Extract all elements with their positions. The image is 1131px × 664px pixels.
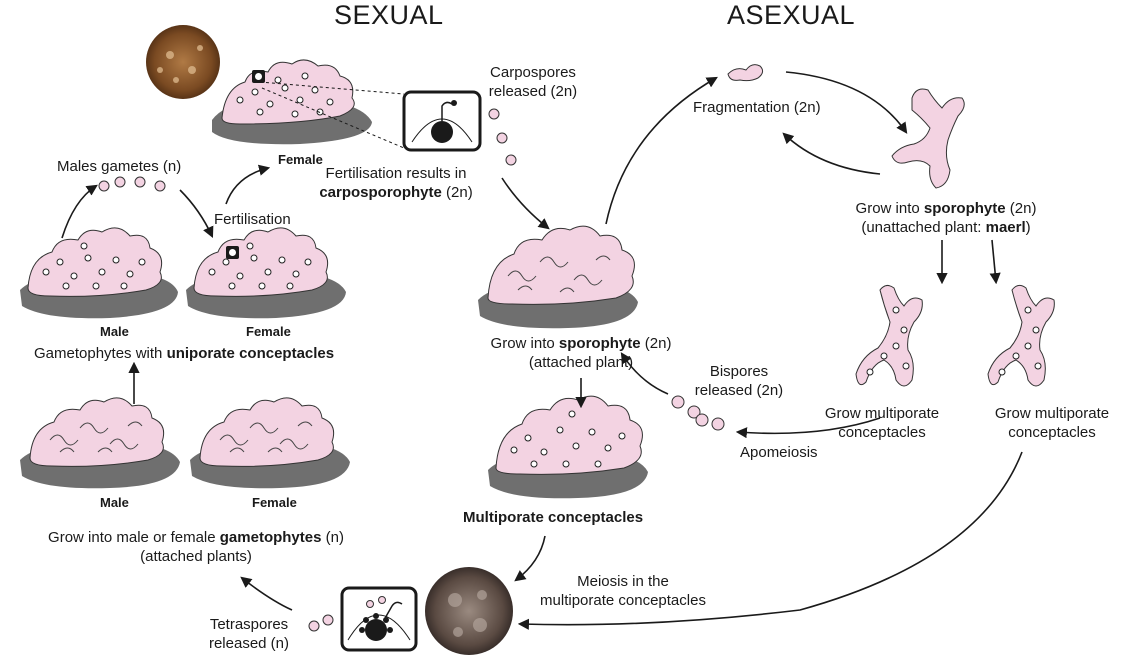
label-grow-gametophytes: Grow into male or female gametophytes (n… (6, 528, 386, 566)
label-fertilisation: Fertilisation (214, 210, 291, 229)
plant-female-2 (190, 398, 350, 488)
label-grow-sporophyte-attached: Grow into sporophyte (2n) (attached plan… (446, 334, 716, 372)
label-grow-sporophyte-maerl: Grow into sporophyte (2n) (unattached pl… (818, 199, 1074, 237)
label-apomeiosis: Apomeiosis (740, 443, 818, 462)
maerl-multiporate-2 (988, 285, 1054, 386)
plant-female-top (212, 60, 372, 144)
label-gametophytes-uniporate: Gametophytes with uniporate conceptacles (34, 344, 334, 363)
photo-bottom (425, 567, 513, 655)
label-male-1: Male (100, 322, 129, 341)
maerl-multiporate-1 (856, 285, 922, 386)
label-multiporate-conceptacles: Multiporate conceptacles (463, 508, 643, 527)
plant-sporophyte-attached (478, 226, 638, 328)
label-fertilisation-result: Fertilisation results in carposporophyte… (286, 164, 506, 202)
plant-multiporate (488, 396, 648, 498)
tetrasporangium-icon (342, 588, 416, 650)
label-male-2: Male (100, 493, 129, 512)
plant-male-2 (20, 398, 180, 488)
label-female-2: Female (252, 493, 297, 512)
photo-top (146, 25, 220, 99)
label-fragmentation: Fragmentation (2n) (693, 98, 821, 117)
title-asexual: ASEXUAL (727, 6, 855, 25)
plant-male-1 (20, 228, 178, 318)
title-sexual: SEXUAL (334, 6, 444, 25)
maerl-sporophyte (892, 89, 964, 188)
label-female-1: Female (246, 322, 291, 341)
maerl-fragment (728, 65, 763, 81)
label-males-gametes: Males gametes (n) (57, 157, 181, 176)
plant-female-1 (186, 228, 346, 318)
